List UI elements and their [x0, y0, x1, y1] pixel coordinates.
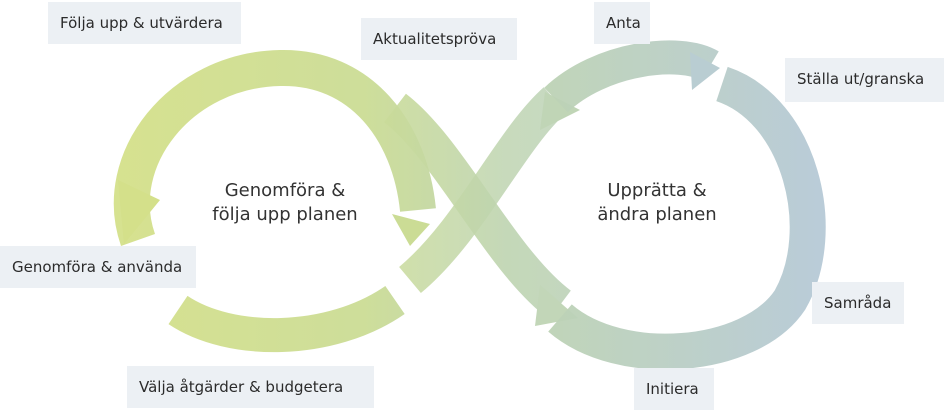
left-upper-arc: [113, 49, 436, 246]
label-stalla-ut: Ställa ut/granska: [785, 58, 944, 102]
label-aktualitetsprova: Aktualitetspröva: [361, 18, 517, 60]
label-valja: Välja åtgärder & budgetera: [127, 366, 374, 408]
label-samrada: Samråda: [812, 282, 904, 324]
center-left-line2: följa upp planen: [212, 204, 358, 225]
arrow-cross-up: [540, 92, 580, 130]
label-anta: Anta: [594, 2, 650, 44]
center-right-text: Upprätta & ändra planen: [562, 179, 752, 227]
center-left-line1: Genomföra &: [224, 180, 346, 201]
arrow-left-inner: [392, 214, 430, 246]
center-left-text: Genomföra & följa upp planen: [190, 179, 380, 227]
right-upper-arc: [544, 40, 719, 113]
right-side-arc: [548, 66, 826, 370]
label-genomfora-anvanda: Genomföra & använda: [0, 246, 196, 288]
cross-band-up: [398, 87, 567, 294]
label-folja-upp: Följa upp & utvärdera: [48, 2, 241, 44]
label-initiera: Initiera: [634, 368, 714, 410]
center-right-line1: Upprätta &: [607, 180, 707, 201]
center-right-line2: ändra planen: [597, 204, 717, 225]
arrow-left-down: [118, 180, 160, 244]
left-lower-arc: [168, 285, 405, 353]
arrow-right-top: [690, 52, 720, 90]
